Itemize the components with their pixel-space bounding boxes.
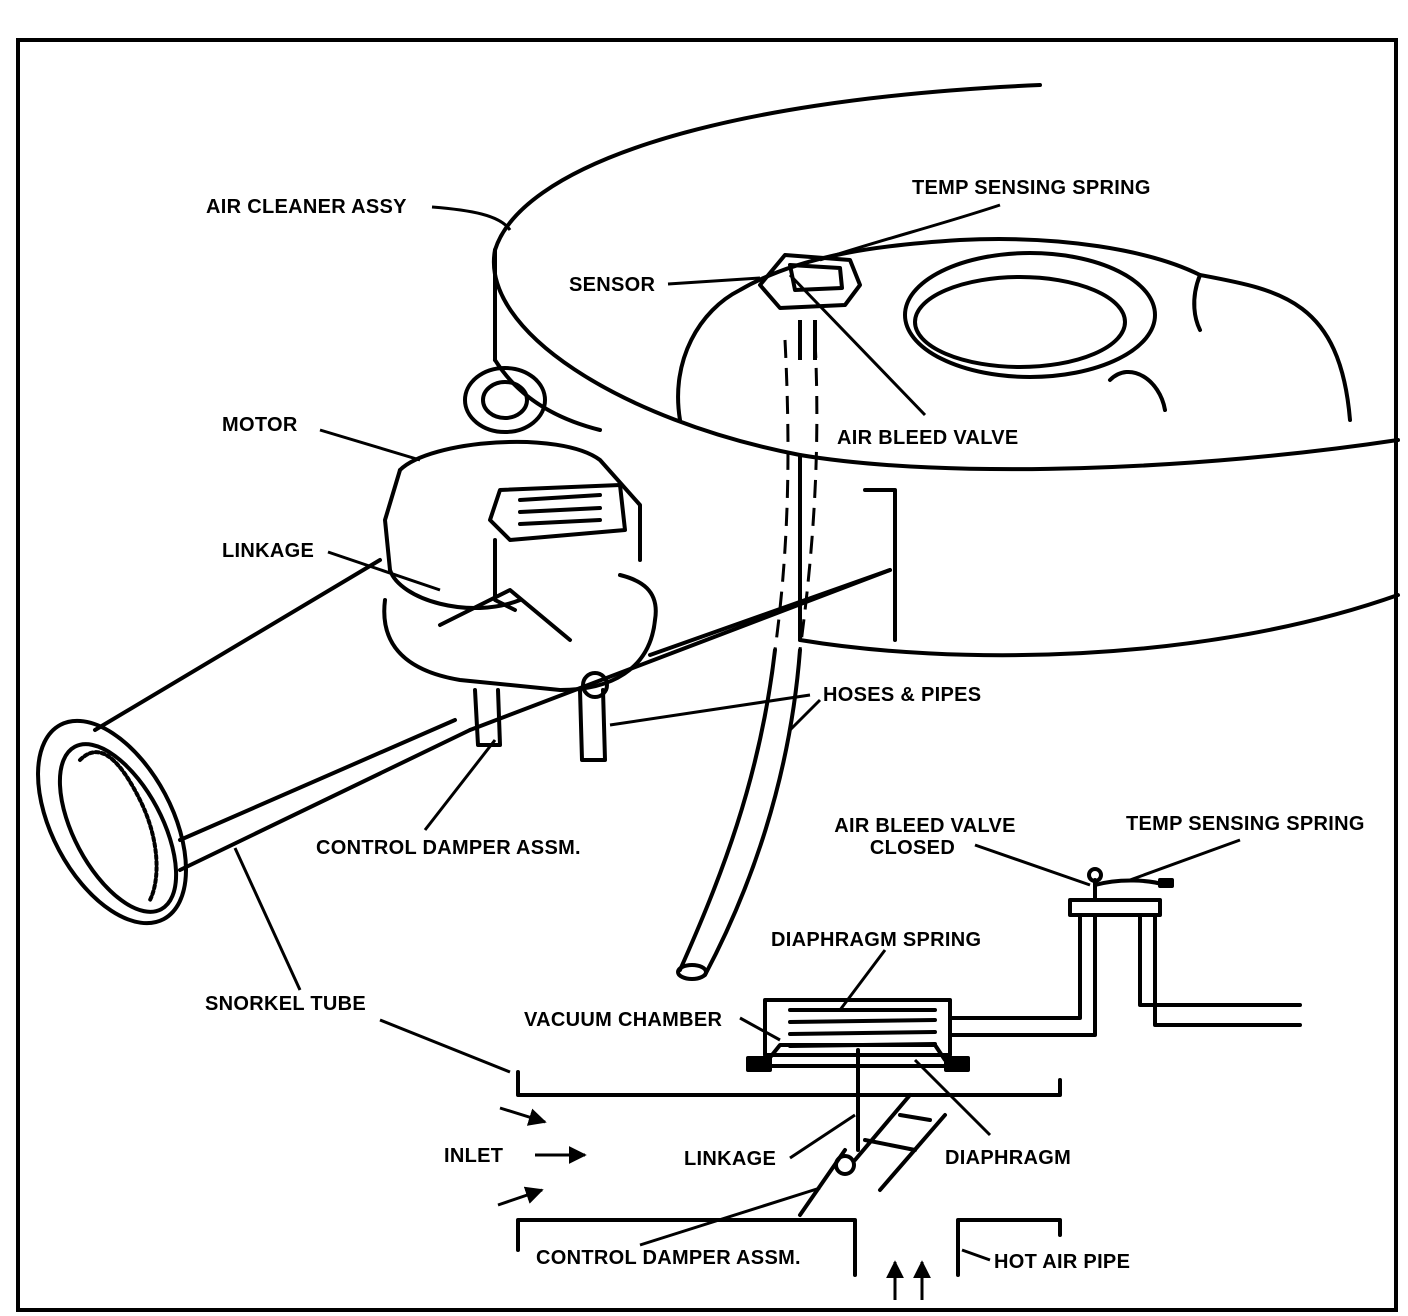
label-snorkel-tube: SNORKEL TUBE <box>205 993 367 1015</box>
label-linkage-top: LINKAGE <box>222 540 315 562</box>
vacuum-hose <box>676 648 802 981</box>
label-diaphragm: DIAPHRAGM <box>945 1147 1072 1169</box>
hot-air-arrows <box>886 1260 931 1300</box>
label-control-damper-bottom: CONTROL DAMPER ASSM. <box>536 1247 801 1269</box>
label-vacuum-chamber: VACUUM CHAMBER <box>524 1009 723 1031</box>
sensor-unit <box>758 253 862 360</box>
figure-frame <box>16 38 1398 1312</box>
label-control-damper-top: CONTROL DAMPER ASSM. <box>316 837 581 859</box>
label-temp-sensing-spring-top: TEMP SENSING SPRING <box>912 177 1151 199</box>
air-cleaner-housing <box>491 83 1400 658</box>
label-sensor: SENSOR <box>569 274 656 296</box>
label-inlet: INLET <box>444 1145 504 1167</box>
label-linkage-bottom: LINKAGE <box>684 1148 777 1170</box>
snorkel-tube-drawing <box>36 558 892 926</box>
label-air-bleed-valve-closed-line2: CLOSED <box>869 837 956 859</box>
label-temp-sensing-spring-bottom: TEMP SENSING SPRING <box>1126 813 1365 835</box>
label-diaphragm-spring: DIAPHRAGM SPRING <box>771 929 982 951</box>
label-motor: MOTOR <box>222 414 298 436</box>
leader-lines-bottom <box>379 838 1241 1262</box>
label-hot-air-pipe: HOT AIR PIPE <box>994 1251 1131 1273</box>
schematic-drawing <box>516 867 1302 1277</box>
label-hoses-pipes: HOSES & PIPES <box>823 684 982 706</box>
label-air-cleaner-assy: AIR CLEANER ASSY <box>206 196 407 218</box>
label-air-bleed-valve-closed-line1: AIR BLEED VALVE <box>834 815 1016 837</box>
label-air-bleed-valve-top: AIR BLEED VALVE <box>837 427 1019 449</box>
leader-lines-top <box>233 203 1001 991</box>
motor-assembly <box>382 366 658 762</box>
inlet-arrows <box>497 1106 587 1207</box>
